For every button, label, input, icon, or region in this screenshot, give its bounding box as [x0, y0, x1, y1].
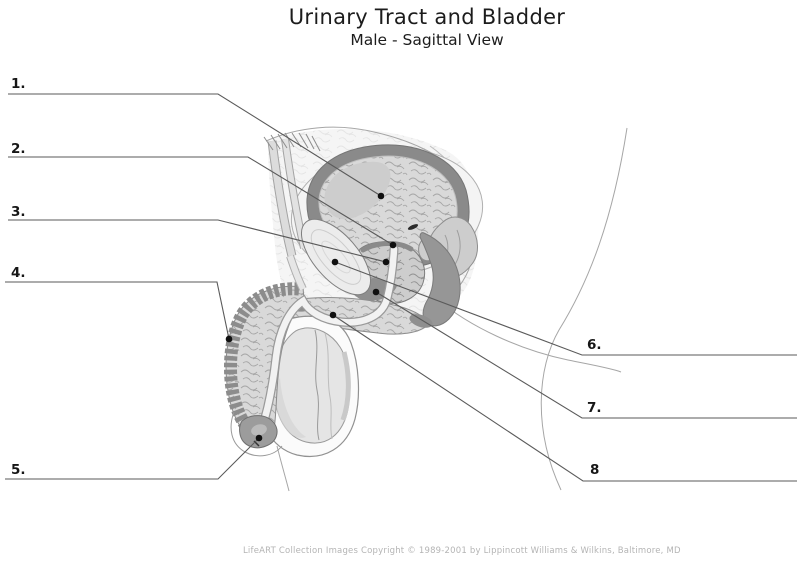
epididymis	[340, 351, 351, 421]
leader-line-6	[334, 261, 797, 356]
copyright-text: LifeART Collection Images Copyright © 19…	[243, 546, 681, 556]
leader-dot-1	[377, 192, 385, 200]
page-title: Urinary Tract and Bladder	[288, 5, 566, 29]
leader-dot-7	[372, 288, 380, 296]
leader-lines	[5, 93, 797, 482]
label-number-7: 7.	[587, 400, 602, 416]
leader-dot-5	[255, 434, 263, 442]
label-number-5: 5.	[11, 462, 26, 478]
bladder-mucosa-highlight	[324, 161, 391, 220]
perineum-line	[276, 445, 290, 492]
leader-line-5	[5, 437, 260, 480]
label-number-6: 6.	[587, 337, 602, 353]
corpus-cavernosum-ribbed-band	[224, 282, 300, 436]
label-number-3: 3.	[11, 204, 26, 220]
leader-line-2	[8, 156, 394, 246]
ureteral-orifice	[407, 224, 419, 230]
urethra	[256, 244, 399, 436]
leader-line-3	[8, 219, 387, 263]
leader-dot-2	[389, 241, 397, 249]
leader-line-1	[8, 93, 382, 197]
label-number-8: 8	[590, 462, 600, 478]
page-subtitle: Male - Sagittal View	[350, 31, 504, 49]
leader-line-7	[375, 291, 797, 419]
inguinal-crease-line	[436, 298, 622, 373]
leader-dot-3	[382, 258, 390, 266]
leader-line-4	[5, 281, 230, 340]
leader-line-8	[332, 314, 797, 482]
mediastinum-testis-line	[314, 329, 320, 441]
leader-dot-6	[331, 258, 339, 266]
leader-dot-8	[329, 311, 337, 319]
thigh-outline	[540, 127, 628, 491]
rectum	[419, 232, 461, 327]
leader-dots	[225, 192, 397, 442]
vas-deferens-tube	[286, 254, 307, 291]
label-number-1: 1.	[11, 76, 26, 92]
label-number-4: 4.	[11, 265, 26, 281]
label-number-2: 2.	[11, 141, 26, 157]
leader-dot-4	[225, 335, 233, 343]
pubic-symphysis	[301, 218, 371, 296]
